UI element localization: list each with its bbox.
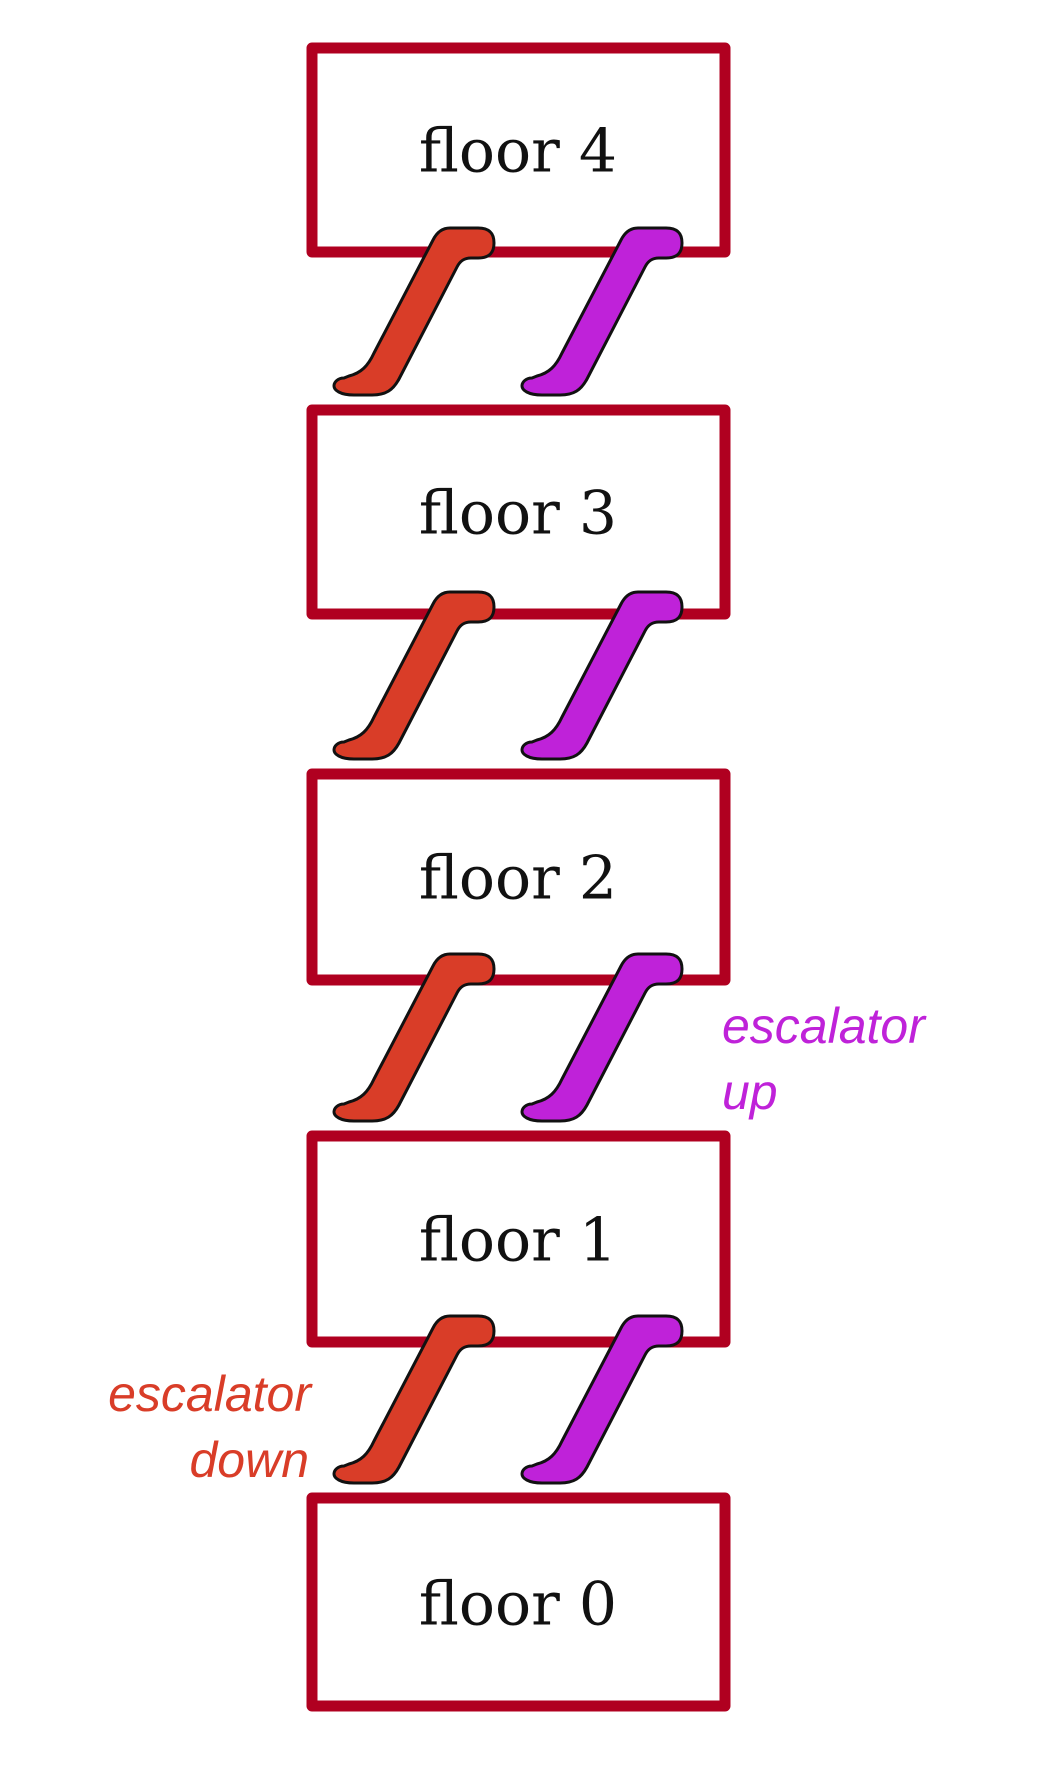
floor-3-label: floor 3 (419, 479, 617, 549)
escalator-down-label-line2: down (189, 1432, 309, 1488)
floor-0: floor 0 (306, 1492, 731, 1712)
floor-1: floor 1 (306, 1130, 731, 1348)
escalator-down-label-line1: escalator (108, 1366, 313, 1422)
escalator-down-label: escalator down (108, 1366, 313, 1488)
floor-0-label: floor 0 (419, 1570, 617, 1640)
floor-1-label: floor 1 (419, 1206, 617, 1276)
floor-3: floor 3 (306, 404, 731, 620)
floor-4-label: floor 4 (419, 117, 617, 187)
escalator-up-label-line2: up (722, 1064, 778, 1120)
floor-4: floor 4 (306, 42, 731, 258)
floor-2: floor 2 (306, 768, 731, 986)
floor-2-label: floor 2 (419, 844, 617, 914)
escalator-up-label-line1: escalator (722, 998, 927, 1054)
escalator-up-label: escalator up (722, 998, 927, 1120)
